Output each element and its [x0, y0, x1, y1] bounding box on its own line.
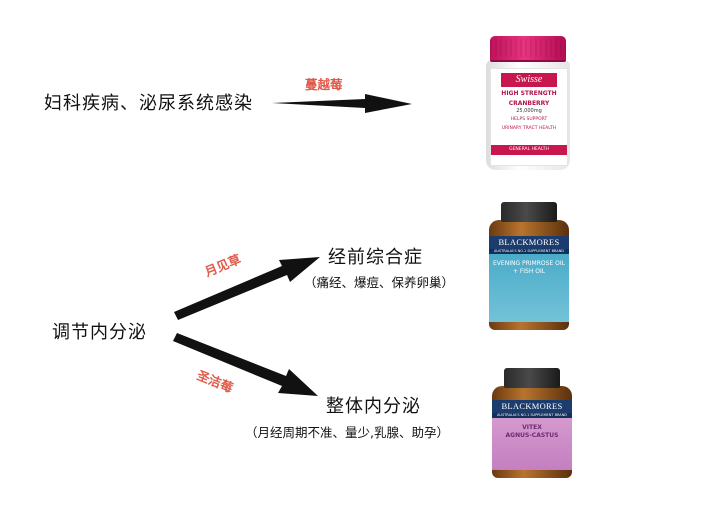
product-name-line2: AGNUS-CASTUS [505, 432, 559, 439]
blackmores-vitex-bottle: BLACKMORES AUSTRALIA'S NO.1 SUPPLEMENT B… [490, 368, 574, 480]
cranberry-arrow [272, 94, 412, 113]
pms-sub-label: （痛经、爆痘、保养卵巢） [304, 275, 455, 290]
overall-endocrine-sub-label: （月经周期不准、量少,乳腺、助孕） [245, 425, 449, 440]
bottle-label: Swisse HIGH STRENGTH CRANBERRY 25,000mg … [490, 68, 568, 166]
swisse-line1: HIGH STRENGTH [501, 90, 557, 97]
bottle-cap [490, 36, 566, 62]
blackmores-brand: BLACKMORES [489, 236, 569, 249]
blackmores-tagline: AUSTRALIA'S NO.1 SUPPLEMENT BRAND [492, 413, 572, 418]
regulate-endocrine-label: 调节内分泌 [52, 322, 147, 343]
bottle-label: BLACKMORES AUSTRALIA'S NO.1 SUPPLEMENT B… [489, 236, 569, 322]
swisse-line2: CRANBERRY [508, 100, 550, 107]
bottle-cap [501, 202, 557, 222]
cranberry-arrow-label: 蔓越莓 [305, 77, 343, 92]
blackmores-brand: BLACKMORES [492, 400, 572, 413]
gynecological-urinary-label: 妇科疾病、泌尿系统感染 [44, 93, 253, 114]
swisse-brand: Swisse [501, 73, 557, 87]
pms-label: 经前综合症 [328, 247, 423, 268]
swisse-cranberry-bottle: Swisse HIGH STRENGTH CRANBERRY 25,000mg … [482, 36, 574, 172]
blackmores-evening-primrose-bottle: BLACKMORES AUSTRALIA'S NO.1 SUPPLEMENT B… [487, 202, 571, 332]
cap-ribs [490, 39, 566, 57]
swisse-line4: HELPS SUPPORT [510, 117, 548, 122]
bottle-label: BLACKMORES AUSTRALIA'S NO.1 SUPPLEMENT B… [492, 400, 572, 470]
bottle-cap [504, 368, 560, 388]
product-name-line1: EVENING PRIMROSE OIL [493, 260, 565, 267]
swisse-band: GENERAL HEALTH [491, 145, 567, 155]
overall-endocrine-label: 整体内分泌 [326, 396, 421, 417]
product-name-line2: + FISH OIL [512, 268, 546, 275]
swisse-line5: URINARY TRACT HEALTH [501, 126, 557, 131]
swisse-line3: 25,000mg [516, 108, 542, 114]
vitex-arrow [173, 333, 318, 396]
blackmores-tagline: AUSTRALIA'S NO.1 SUPPLEMENT BRAND [489, 249, 569, 254]
evening-primrose-arrow [174, 257, 320, 320]
product-name-line1: VITEX [522, 424, 542, 431]
